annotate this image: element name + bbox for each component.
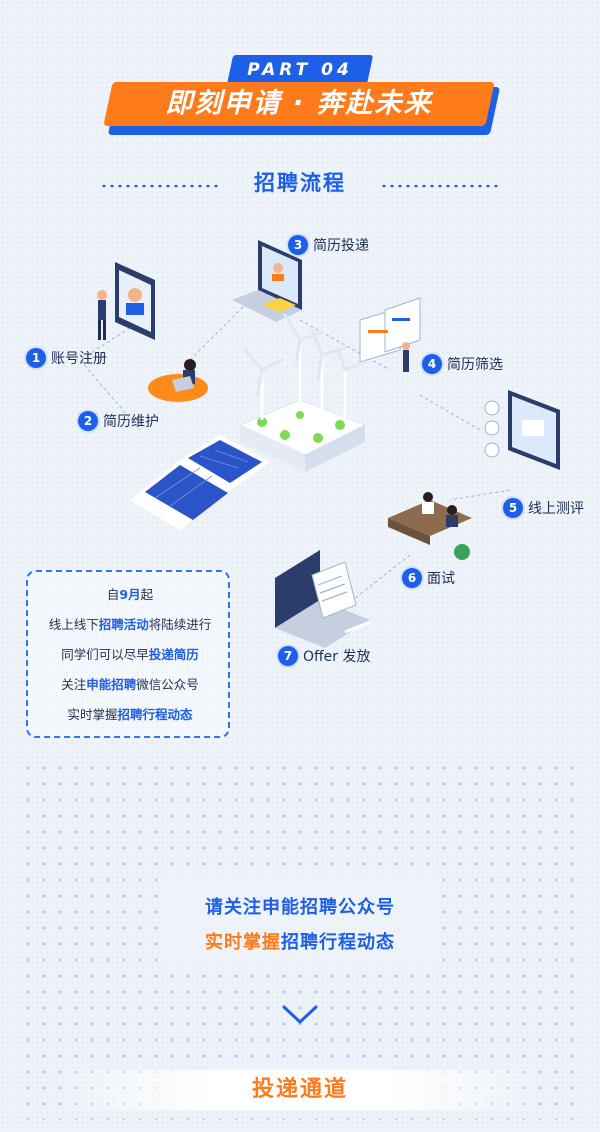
step-2-number: 2 xyxy=(78,411,98,431)
notice-box: 自9月起 线上线下招聘活动将陆续进行 同学们可以尽早投递简历 关注申能招聘微信公… xyxy=(26,570,230,738)
divider-dots-right xyxy=(380,183,500,189)
notice-line-1: 自9月起 xyxy=(28,584,232,603)
bottom-text-backdrop xyxy=(160,875,440,965)
documents-illustration xyxy=(359,297,421,372)
divider-dots-left xyxy=(100,183,220,189)
step-1-label: 账号注册 xyxy=(51,351,107,367)
notice-text: 关注 xyxy=(61,677,87,692)
person-laptop-illustration xyxy=(148,359,208,402)
step-1: 1 账号注册 xyxy=(26,348,107,368)
notice-line-2: 线上线下招聘活动将陆续进行 xyxy=(28,614,232,633)
notice-line-4: 关注申能招聘微信公众号 xyxy=(28,674,232,693)
step-5-label: 线上测评 xyxy=(528,501,584,517)
notice-line-3: 同学们可以尽早投递简历 xyxy=(28,644,232,663)
notice-text: 同学们可以尽早 xyxy=(61,647,149,662)
step-2: 2 简历维护 xyxy=(78,411,159,431)
section-title: 招聘流程 xyxy=(254,171,346,195)
step-6: 6 面试 xyxy=(402,568,455,588)
follow-text: 请关注申能招聘公众号 xyxy=(205,897,395,918)
step-6-number: 6 xyxy=(402,568,422,588)
recruitment-process-illustration xyxy=(79,240,560,648)
phone-illustration xyxy=(97,262,155,340)
page-title: 即刻申请 · 奔赴未来 xyxy=(165,88,433,119)
follow-subtext-b: 招聘行程动态 xyxy=(281,932,395,953)
notice-highlight: 招聘活动 xyxy=(98,617,149,632)
step-4-label: 简历筛选 xyxy=(447,357,503,373)
step-4-number: 4 xyxy=(422,354,442,374)
follow-subtext-a: 实时掌握 xyxy=(205,932,281,953)
apply-channel-button[interactable]: 投递通道 xyxy=(251,1077,348,1102)
step-3-label: 简历投递 xyxy=(313,238,369,254)
step-3-number: 3 xyxy=(288,235,308,255)
interview-illustration xyxy=(388,492,472,560)
notice-highlight: 申能招聘 xyxy=(86,677,137,692)
notice-highlight: 投递简历 xyxy=(148,647,199,662)
apply-channel-bar[interactable] xyxy=(0,1070,600,1110)
part-label: PART 04 xyxy=(247,60,353,80)
step-5: 5 线上测评 xyxy=(503,498,584,518)
step-7: 7 Offer 发放 xyxy=(278,646,370,666)
step-7-number: 7 xyxy=(278,646,298,666)
step-6-label: 面试 xyxy=(427,571,455,587)
wind-farm-illustration xyxy=(238,313,367,472)
step-3: 3 简历投递 xyxy=(288,235,369,255)
notice-highlight: 招聘行程动态 xyxy=(117,707,193,722)
notice-text: 微信公众号 xyxy=(136,677,199,692)
notice-text: 自 xyxy=(106,587,120,602)
notice-line-5: 实时掌握招聘行程动态 xyxy=(28,704,232,723)
notice-highlight: 9月 xyxy=(119,587,141,602)
notice-text: 起 xyxy=(140,587,154,602)
step-4: 4 简历筛选 xyxy=(422,354,503,374)
notice-text: 线上线下 xyxy=(48,617,99,632)
step-7-label: Offer 发放 xyxy=(303,649,371,665)
notice-text: 实时掌握 xyxy=(67,707,118,722)
follow-subtext: 实时掌握招聘行程动态 xyxy=(120,928,480,954)
solar-panels-illustration xyxy=(130,435,270,530)
monitor-test-illustration xyxy=(484,390,560,470)
notice-text: 将陆续进行 xyxy=(148,617,212,632)
step-2-label: 简历维护 xyxy=(103,414,159,430)
step-5-number: 5 xyxy=(503,498,523,518)
chevron-down-icon xyxy=(282,1005,318,1024)
step-1-number: 1 xyxy=(26,348,46,368)
offer-laptop-illustration xyxy=(275,550,371,648)
